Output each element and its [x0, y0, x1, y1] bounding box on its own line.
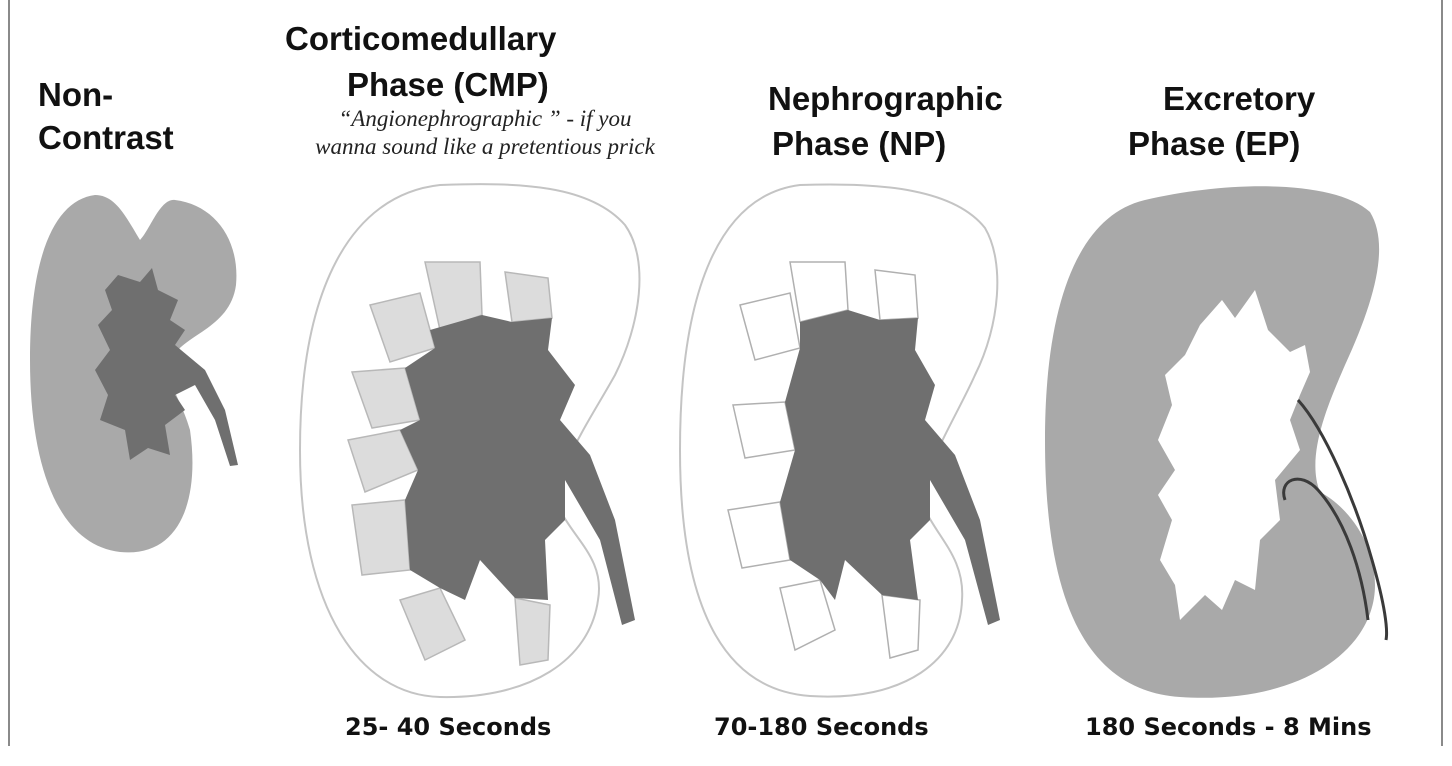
non-contrast-pelvis — [95, 268, 238, 466]
np-title-line2: Phase (NP) — [772, 125, 947, 162]
cmp-title-line1: Corticomedullary — [285, 20, 557, 57]
ep-ureter — [1296, 398, 1389, 641]
kidney-np — [678, 183, 1000, 698]
ep-title-line1: Excretory — [1163, 80, 1316, 117]
non-contrast-title-line2: Contrast — [38, 119, 174, 156]
kidney-non-contrast — [30, 195, 238, 553]
cmp-title-line2: Phase (CMP) — [347, 66, 549, 103]
frame-border-right — [1441, 0, 1443, 746]
ep-title-line2: Phase (EP) — [1128, 125, 1301, 162]
non-contrast-title-line1: Non- — [38, 76, 114, 113]
np-medulla-pelvis — [780, 310, 1000, 625]
kidney-cmp — [298, 183, 641, 699]
cmp-note-line2: wanna sound like a pretentious prick — [315, 134, 655, 159]
cmp-time-label: 25- 40 Seconds — [345, 713, 552, 741]
ep-time-label: 180 Seconds - 8 Mins — [1085, 713, 1372, 741]
ep-ureter-inner — [1282, 477, 1370, 621]
cmp-pyramids — [347, 261, 553, 666]
np-time-label: 70-180 Seconds — [714, 713, 929, 741]
cmp-medulla-pelvis — [400, 315, 635, 625]
kidney-ep — [1045, 186, 1389, 698]
np-title-line1: Nephrographic — [768, 80, 1003, 117]
cmp-note-line1: “Angionephrographic ” - if you — [338, 106, 632, 131]
frame-border-left — [8, 0, 10, 746]
ep-pelvis-contrast — [1158, 290, 1310, 620]
